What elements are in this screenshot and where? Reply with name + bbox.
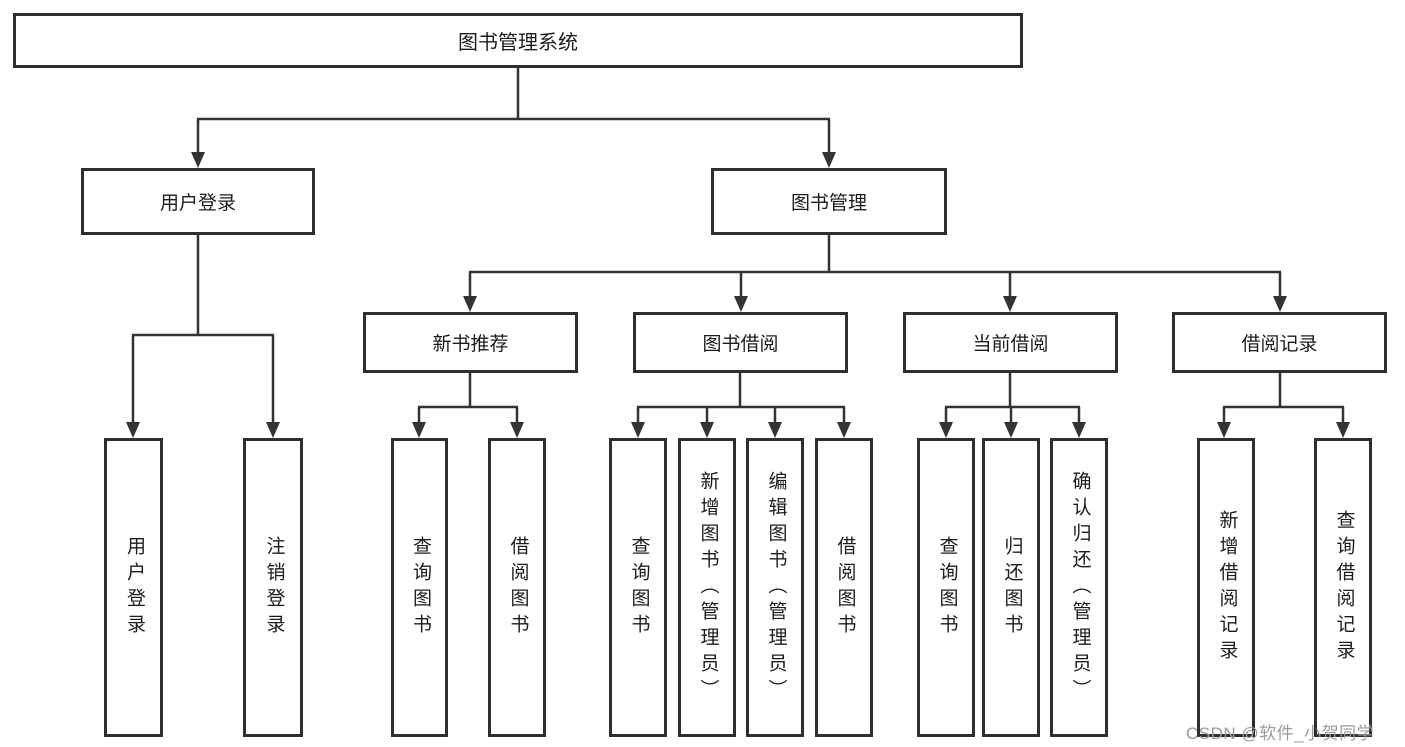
leaf-label: 查询图书	[409, 535, 431, 640]
arrowhead	[700, 422, 714, 438]
csdn-watermark: CSDN @软件_小贺同学	[1186, 724, 1375, 743]
connector-new-book-recommend-children	[412, 373, 524, 438]
line	[944, 373, 1081, 423]
leaf-user-login: 用户登录	[104, 438, 163, 737]
arrowhead	[734, 296, 748, 312]
leaf-label: 编辑图书（管理员）	[765, 470, 787, 705]
leaf-logout: 注销登录	[243, 438, 303, 737]
leaf-edit-book-admin: 编辑图书（管理员）	[746, 438, 804, 737]
node-new-book-recommend: 新书推荐	[363, 312, 578, 373]
connector-current-borrow-children	[939, 373, 1086, 438]
leaf-add-book-admin: 新增图书（管理员）	[678, 438, 736, 737]
arrowhead	[266, 422, 280, 438]
node-label: 图书管理系统	[458, 32, 578, 54]
arrowhead	[1273, 296, 1287, 312]
node-borrow-records: 借阅记录	[1172, 312, 1387, 373]
arrowhead	[1072, 422, 1086, 438]
leaf-label: 确认归还（管理员）	[1069, 470, 1091, 705]
leaf-query-books-recommend: 查询图书	[391, 438, 448, 737]
arrowhead	[1003, 296, 1017, 312]
arrowhead	[822, 152, 836, 168]
leaf-query-books-borrow: 查询图书	[609, 438, 667, 737]
leaf-return-book: 归还图书	[982, 438, 1040, 737]
leaf-add-borrow-record: 新增借阅记录	[1197, 438, 1255, 737]
node-label: 用户登录	[159, 193, 236, 214]
line	[468, 234, 1282, 297]
node-book-borrow: 图书借阅	[633, 312, 848, 373]
line	[131, 234, 275, 423]
leaf-label: 新增借阅记录	[1216, 509, 1238, 666]
connector-user-login-children	[126, 234, 280, 438]
connector-book-borrow-children	[631, 373, 851, 438]
leaf-label: 注销登录	[263, 535, 285, 640]
arrowhead	[939, 422, 953, 438]
node-user-login: 用户登录	[81, 168, 315, 235]
node-book-management: 图书管理	[711, 168, 947, 235]
leaf-label: 归还图书	[1001, 535, 1023, 640]
node-label: 借阅记录	[1241, 334, 1318, 355]
arrowhead	[768, 422, 782, 438]
arrowhead	[1004, 422, 1018, 438]
leaf-query-borrow-record: 查询借阅记录	[1314, 438, 1372, 737]
node-library-management-system: 图书管理系统	[13, 13, 1023, 68]
leaf-label: 查询图书	[628, 535, 650, 640]
connector-root-to-level2	[191, 68, 836, 168]
leaf-label: 查询借阅记录	[1333, 509, 1355, 666]
arrowhead	[631, 422, 645, 438]
arrowhead	[510, 422, 524, 438]
line	[636, 373, 846, 423]
leaf-label: 新增图书（管理员）	[697, 470, 719, 705]
leaf-label: 用户登录	[123, 535, 145, 640]
node-current-borrow: 当前借阅	[903, 312, 1118, 373]
node-label: 图书借阅	[702, 334, 779, 355]
leaf-confirm-return-admin: 确认归还（管理员）	[1050, 438, 1108, 737]
leaf-borrow-books: 借阅图书	[815, 438, 873, 737]
node-label: 图书管理	[790, 193, 867, 214]
node-label: 当前借阅	[972, 334, 1049, 355]
node-label: 新书推荐	[432, 334, 509, 355]
arrowhead	[191, 152, 205, 168]
leaf-label: 借阅图书	[507, 535, 529, 640]
line	[1222, 373, 1345, 423]
line	[417, 373, 519, 423]
arrowhead	[837, 422, 851, 438]
arrowhead	[463, 296, 477, 312]
leaf-query-books-current: 查询图书	[917, 438, 975, 737]
connector-borrow-records-children	[1217, 373, 1350, 438]
connector-book-management-children	[463, 234, 1287, 312]
arrowhead	[126, 422, 140, 438]
arrowhead	[412, 422, 426, 438]
arrowhead	[1336, 422, 1350, 438]
leaf-borrow-books-recommend: 借阅图书	[488, 438, 546, 737]
line	[196, 68, 831, 153]
leaf-label: 查询图书	[936, 535, 958, 640]
arrowhead	[1217, 422, 1231, 438]
leaf-label: 借阅图书	[834, 535, 856, 640]
